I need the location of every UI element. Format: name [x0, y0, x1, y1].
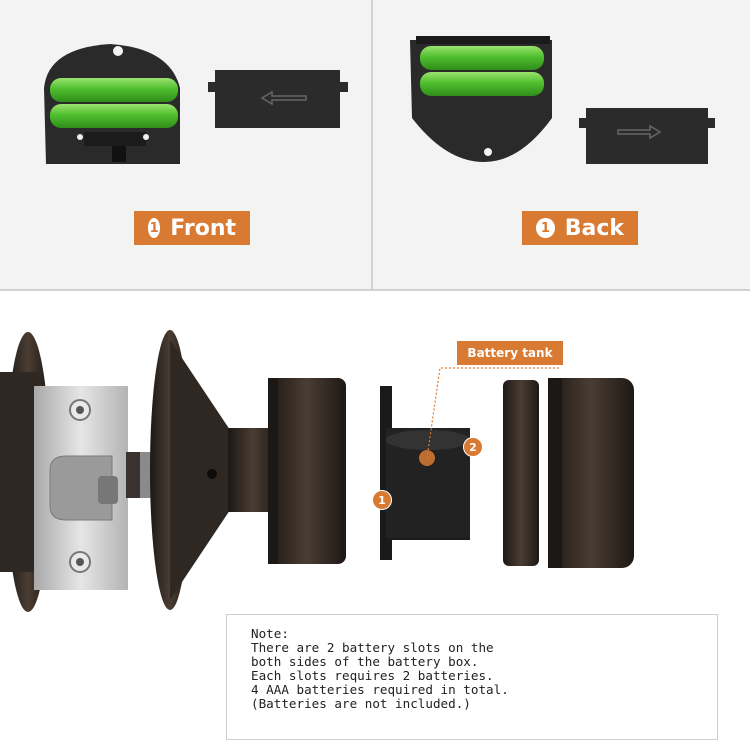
- front-label-badge: 1 Front: [134, 211, 250, 245]
- knob-ring: [503, 380, 539, 566]
- latch-plate: [34, 386, 128, 590]
- lock-rose-right: [150, 330, 278, 610]
- battery-tank-part: [380, 386, 470, 560]
- back-battery-box: [410, 36, 552, 162]
- marker-1: 1: [372, 490, 392, 510]
- note-line-5: (Batteries are not included.): [251, 696, 471, 711]
- note-line-3: Each slots requires 2 batteries.: [251, 668, 494, 683]
- note-line-1: There are 2 battery slots on the: [251, 640, 494, 655]
- note-line-4: 4 AAA batteries required in total.: [251, 682, 509, 697]
- horizontal-divider: [0, 289, 750, 291]
- note-box: Note: There are 2 battery slots on the b…: [226, 614, 718, 740]
- knob-body: [268, 378, 346, 564]
- note-heading: Note:: [251, 626, 289, 641]
- front-number-icon: 1: [148, 218, 161, 238]
- vertical-divider: [371, 0, 373, 290]
- back-number-icon: 1: [536, 218, 555, 238]
- note-line-2: both sides of the battery box.: [251, 654, 479, 669]
- knob-cap: [548, 378, 634, 568]
- back-label: Back: [564, 215, 624, 241]
- front-battery-cover: [208, 70, 348, 128]
- front-battery-box: [44, 44, 180, 164]
- front-label: Front: [170, 215, 236, 241]
- battery-tank-callout: Battery tank: [457, 341, 563, 365]
- back-battery-cover: [579, 108, 715, 164]
- note-text: Note: There are 2 battery slots on the b…: [251, 627, 521, 711]
- back-label-badge: 1 Back: [522, 211, 638, 245]
- marker-2: 2: [463, 437, 483, 457]
